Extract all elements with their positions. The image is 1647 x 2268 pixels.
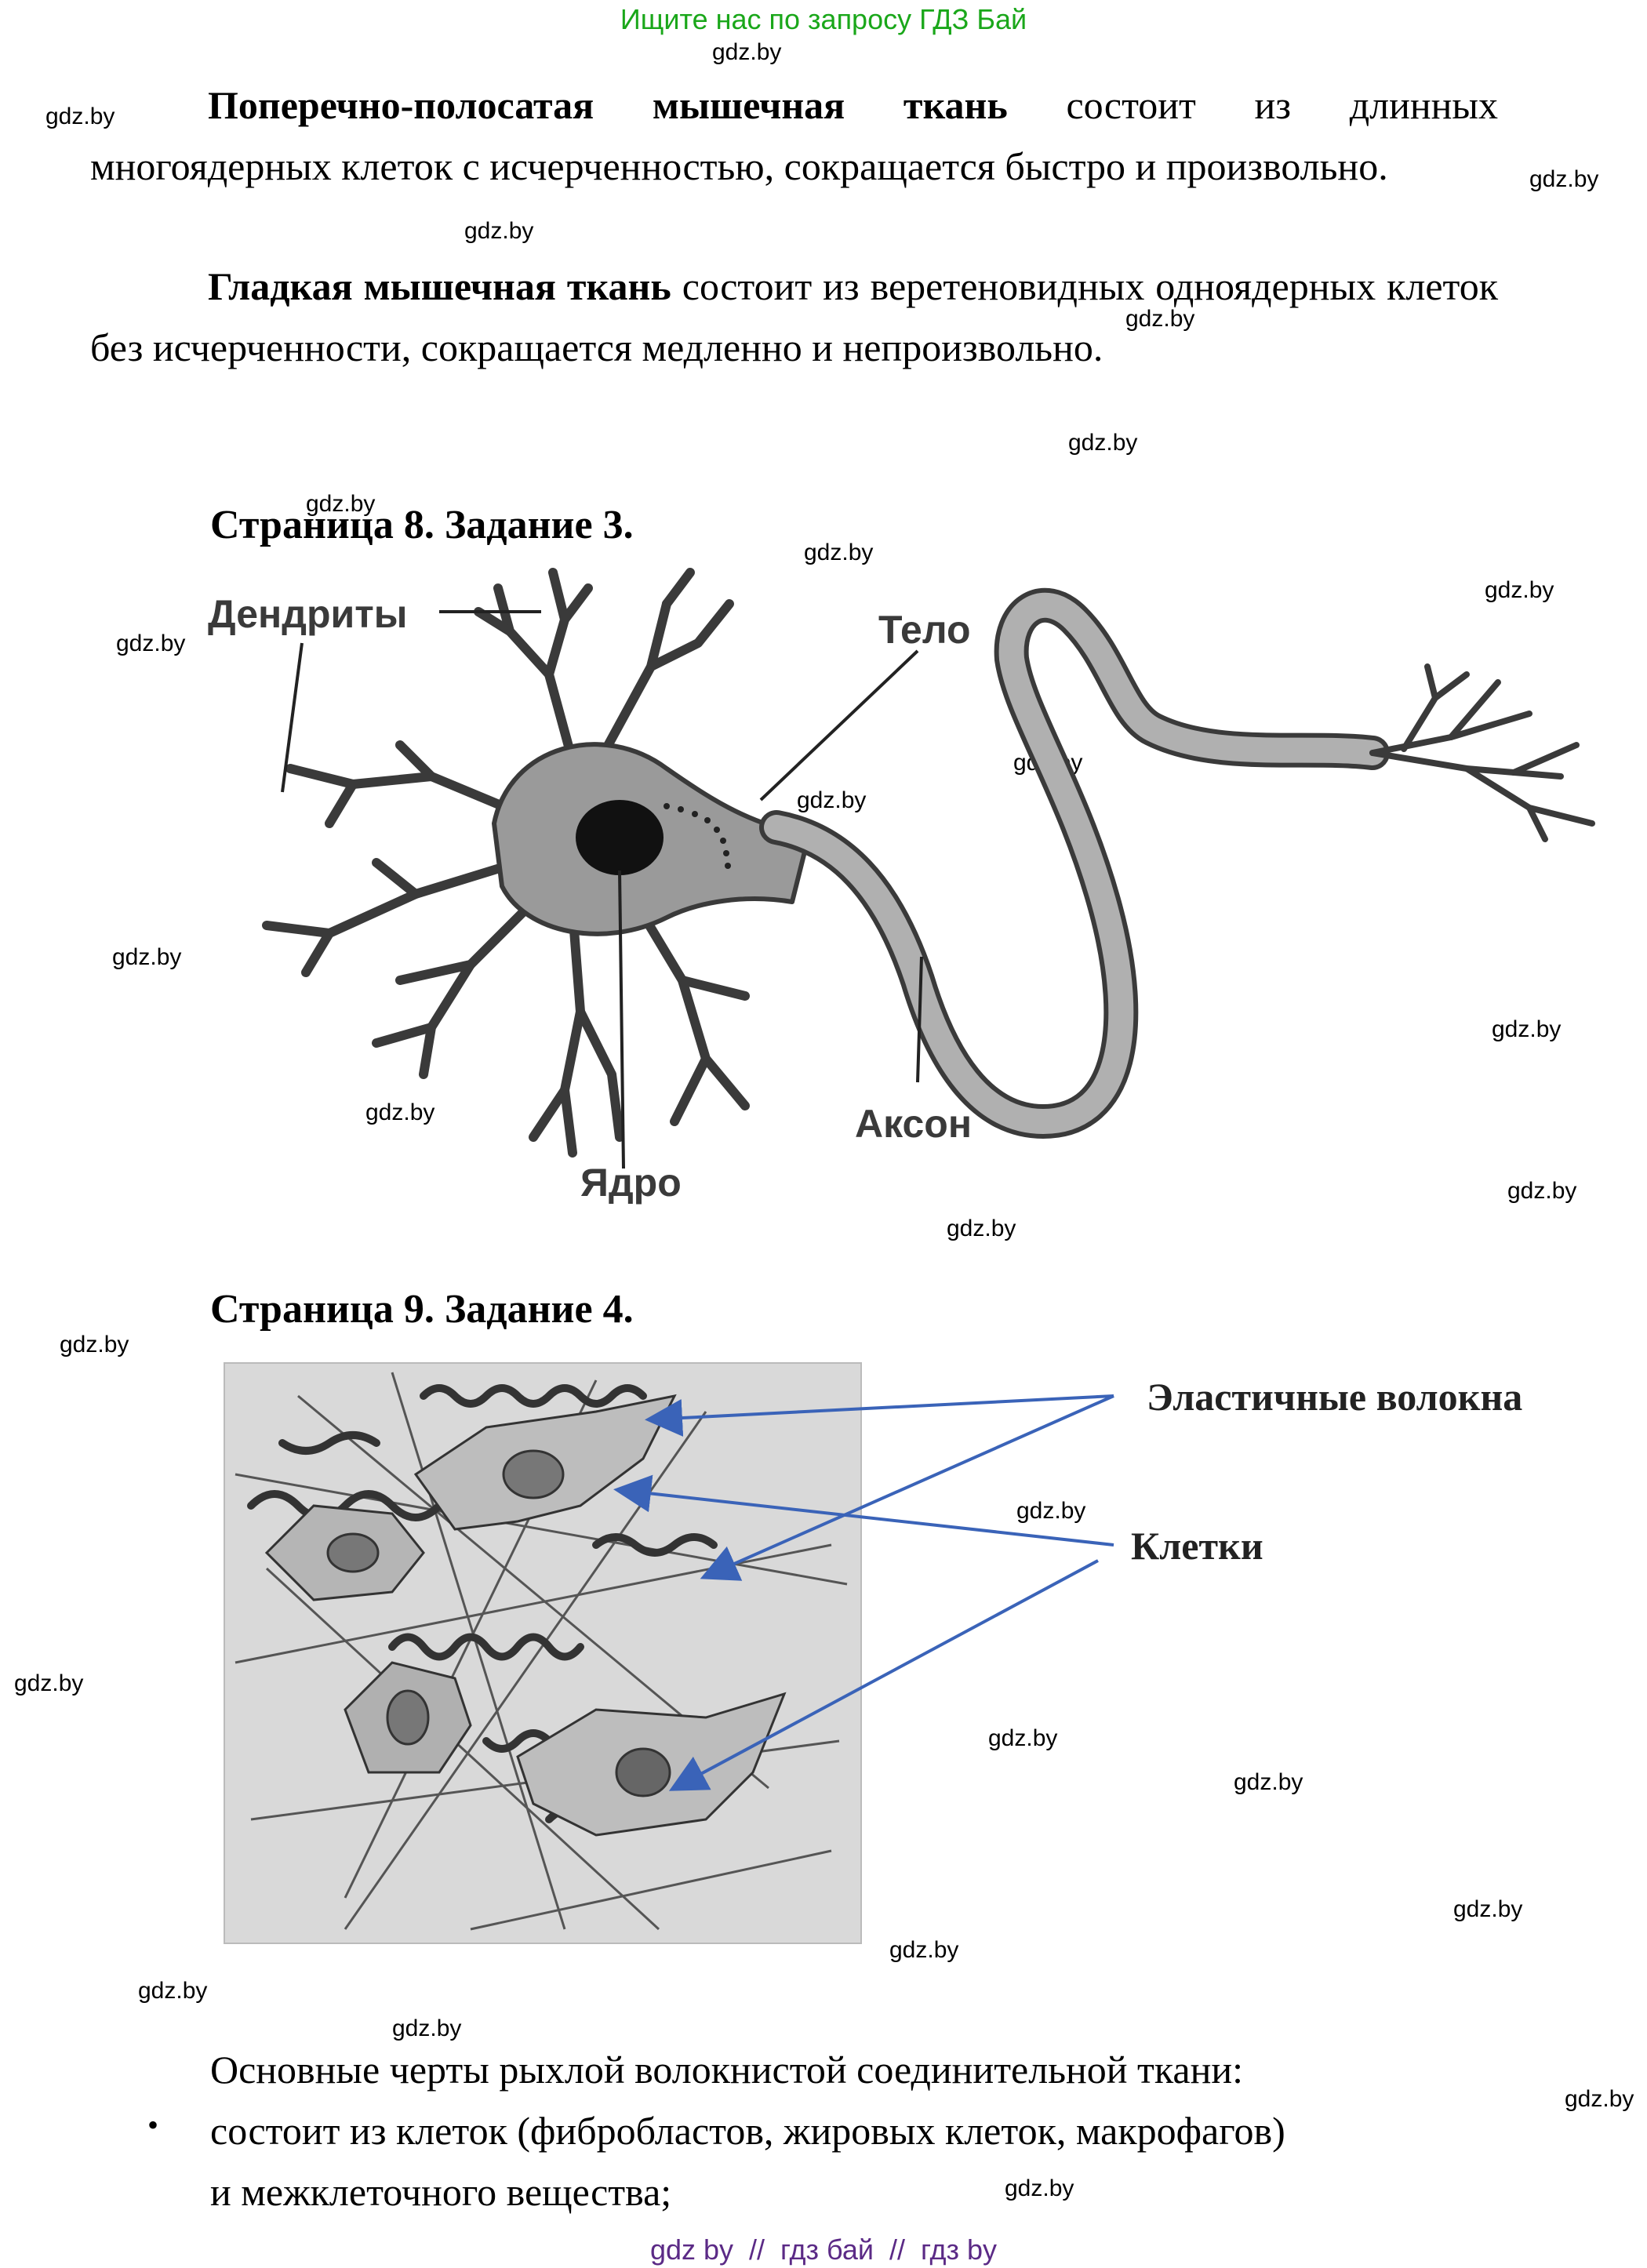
watermark: gdz.by	[1005, 2175, 1074, 2201]
watermark: gdz.by	[1016, 1498, 1086, 1524]
label-body: Тело	[878, 608, 971, 652]
watermark: gdz.by	[797, 787, 867, 813]
watermark: gdz.by	[947, 1216, 1016, 1241]
watermark: gdz.by	[14, 1670, 84, 1696]
watermark: gdz.by	[116, 631, 186, 656]
watermark: gdz.by	[1453, 1896, 1523, 1922]
watermark: gdz.by	[60, 1332, 129, 1358]
bullet-line-1: состоит из клеток (фибробластов, жировых…	[210, 2109, 1285, 2153]
features-title: Основные черты рыхлой волокнистой соедин…	[210, 2048, 1243, 2092]
label-cells: Клетки	[1131, 1524, 1263, 1568]
watermark: gdz.by	[45, 104, 115, 129]
paragraph-text: состоит из длинных многоядерных клеток с…	[90, 83, 1498, 188]
watermark: gdz.by	[1125, 306, 1195, 332]
watermark: gdz.by	[1234, 1769, 1303, 1795]
watermark: gdz.by	[1529, 166, 1599, 192]
heading-task-4: Страница 9. Задание 4.	[210, 1287, 634, 1332]
label-nucleus: Ядро	[580, 1161, 682, 1205]
tissue-drawing	[235, 1372, 848, 1931]
heading-task-3: Страница 8. Задание 3.	[210, 503, 634, 547]
neuron-shape	[262, 568, 1595, 1158]
watermark: gdz.by	[1485, 577, 1554, 603]
watermark: gdz.by	[1068, 430, 1138, 456]
watermark: gdz.by	[1492, 1016, 1562, 1042]
paragraph-smooth-muscle: Гладкая мышечная ткань состоит из верете…	[90, 256, 1498, 378]
top-banner-link[interactable]: Ищите нас по запросу ГДЗ Бай	[620, 3, 1027, 35]
footer-links[interactable]: gdz by // гдз бай // гдз by	[649, 2233, 998, 2266]
watermark: gdz.by	[1507, 1178, 1577, 1204]
watermark: gdz.by	[804, 540, 874, 565]
watermark: gdz.by	[712, 39, 782, 65]
bullet-marker: •	[147, 2107, 159, 2143]
watermark: gdz.by	[365, 1099, 435, 1125]
watermark: gdz.by	[306, 491, 376, 517]
label-axon: Аксон	[855, 1102, 972, 1146]
paragraph-striated-muscle: Поперечно-полосатая мышечная ткань состо…	[90, 75, 1498, 197]
term-smooth-muscle: Гладкая мышечная ткань	[208, 264, 671, 308]
watermark: gdz.by	[889, 1937, 959, 1963]
watermark: gdz.by	[138, 1978, 208, 2004]
watermark: gdz.by	[1565, 2086, 1634, 2112]
watermark: gdz.by	[112, 944, 182, 970]
term-striated-muscle: Поперечно-полосатая мышечная ткань	[208, 83, 1008, 127]
neuron-diagram: Дендриты Тело Аксон Ядро	[208, 568, 1595, 1205]
bullet-line-2: и межклеточного вещества;	[210, 2170, 672, 2214]
watermark: gdz.by	[988, 1725, 1058, 1751]
watermark: gdz.by	[392, 2015, 462, 2041]
label-elastic-fibers: Эластичные волокна	[1147, 1375, 1522, 1419]
watermark: gdz.by	[464, 218, 534, 244]
connective-tissue-figure: Эластичные волокна Клетки	[224, 1362, 1522, 1944]
paragraph-text: состоит из веретеновидных одноядерных кл…	[90, 264, 1498, 369]
label-dendrites: Дендриты	[208, 592, 407, 636]
